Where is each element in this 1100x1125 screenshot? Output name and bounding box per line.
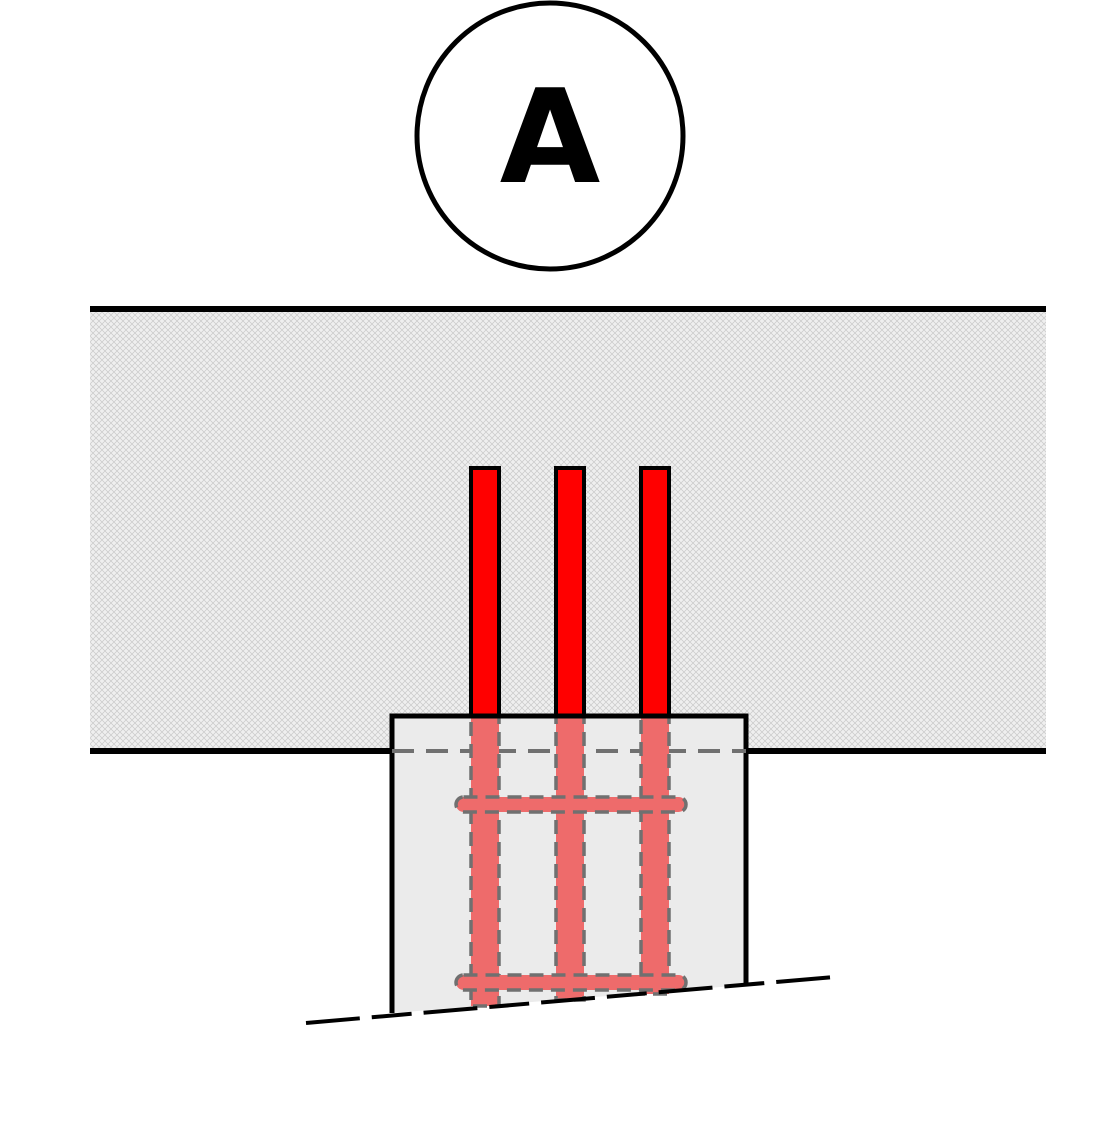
label-circle bbox=[414, 0, 686, 272]
section-label: A bbox=[414, 0, 686, 272]
label-letter: A bbox=[500, 61, 601, 213]
hidden-vertical-rebars bbox=[469, 714, 671, 1008]
visible-vertical-rebars bbox=[469, 466, 671, 718]
hidden-tie-lower bbox=[454, 973, 688, 992]
rebar-2 bbox=[554, 466, 586, 718]
rebar-3 bbox=[639, 466, 671, 718]
hidden-rebar-1 bbox=[469, 714, 501, 1008]
hidden-tie-bars bbox=[454, 795, 688, 992]
ground-line bbox=[305, 975, 835, 1025]
hidden-rebar-2 bbox=[554, 714, 586, 1002]
rebar-1 bbox=[469, 466, 501, 718]
hidden-rebar-3 bbox=[639, 714, 671, 996]
hidden-tie-upper bbox=[454, 795, 688, 814]
